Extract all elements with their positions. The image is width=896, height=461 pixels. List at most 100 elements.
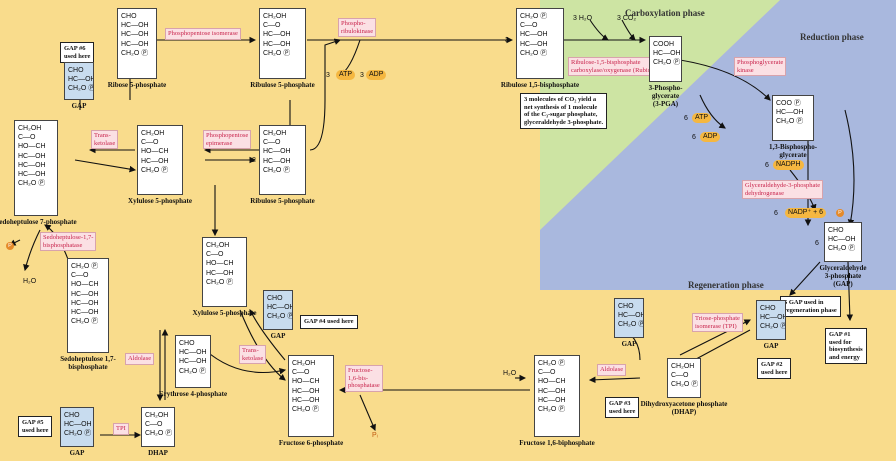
molecule-label: Sedoheptulose 1,7- bisphosphate <box>60 355 116 371</box>
structure-line: HC—OH <box>71 309 99 317</box>
stoich-atp-2: 6 <box>684 115 688 122</box>
stoich-nadp: 6 <box>774 210 778 217</box>
structure-line: HC—OH <box>121 31 149 39</box>
structure-line: CH₂O Ⓟ <box>538 406 566 414</box>
structure-line: HC—OH <box>179 358 207 366</box>
structure-line: CH₂O Ⓟ <box>776 118 804 126</box>
note-co2-yield: 3 molecules of CO₂ yield a net synthesis… <box>520 93 608 129</box>
enzyme-phosphopentose-isomerase: Phosphopentose isomerase <box>165 28 241 40</box>
structure-line: CHO <box>618 303 634 310</box>
molecule-label: GAP <box>621 340 637 348</box>
structure-line: HC—OH <box>141 157 169 165</box>
cofactor-adp-2: ADP <box>700 132 721 142</box>
structure-line: CH₂OH <box>292 360 316 367</box>
stoich-gap: 6 <box>815 240 819 247</box>
molecule-label: Ribulose 5-phosphate <box>250 197 315 205</box>
note-gap6: GAP #6 used here <box>60 42 95 63</box>
structure-line: C—O <box>671 372 689 380</box>
structure-line: C—O <box>18 134 36 142</box>
structure-line: C—O <box>206 251 224 259</box>
structure-line: CH₂OH <box>263 13 287 20</box>
structure-line: C—O <box>292 369 310 377</box>
structure-line: HC—OH <box>292 396 320 404</box>
structure-line: CH₂OH <box>671 363 695 370</box>
structure-line: CH₂O Ⓟ <box>520 13 548 20</box>
structure-line: CHO <box>68 67 84 74</box>
structure-line: HC—OH <box>68 76 94 84</box>
structure-line: CHO <box>267 295 283 302</box>
enzyme-tpi-right: Triose-phosphate isomerase (TPI) <box>692 313 743 332</box>
structure-line: HC—OH <box>71 290 99 298</box>
stoich-rubp: 3 <box>505 37 509 44</box>
structure-line: CH₂O Ⓟ <box>141 166 169 174</box>
structure-line: CH₂OH <box>206 242 230 249</box>
cofactor-atp-1: ATP <box>336 70 356 80</box>
structure-line: CH₂O Ⓟ <box>267 313 293 321</box>
note-gap5: GAP #5 used here <box>18 416 53 437</box>
structure-line: C—O <box>263 139 281 147</box>
enzyme-phosphoribulokinase: Phospho- ribulokinase <box>338 18 377 37</box>
molecule-label: Ribulose 5-phosphate <box>250 81 315 89</box>
enzyme-phosphopentose-epimerase: Phosphopentose epimerase <box>203 130 252 149</box>
molecule-label: Ribose 5-phosphate <box>107 81 167 89</box>
structure-line: CH₂O Ⓟ <box>292 406 320 414</box>
structure-line: HC—OH <box>18 161 46 169</box>
structure-line: CH₂O Ⓟ <box>263 166 291 174</box>
structure-line: HO—CH <box>71 281 99 289</box>
structure-line: CH₂O Ⓟ <box>760 323 786 331</box>
molecule-label: GAP <box>69 449 85 457</box>
molecule-label: Dihydroxyacetone phosphate (DHAP) <box>640 400 728 416</box>
enzyme-transketolase-2: Trans- ketolase <box>239 345 267 364</box>
structure-line: CH₂O Ⓟ <box>618 321 644 329</box>
molecule-label: Glyceraldehyde 3-phosphate (GAP) <box>819 264 867 288</box>
stoich-adp-2: 6 <box>692 134 696 141</box>
cofactor-nadph: NADPH <box>773 160 804 170</box>
enzyme-fbpase: Fructose- 1,6-bis- phosphatase <box>345 365 383 392</box>
note-gap5-used: 5 GAP used in regeneration phase <box>780 296 841 317</box>
structure-line: HC—OH <box>520 31 548 39</box>
structure-line: CH₂O Ⓟ <box>520 49 548 57</box>
cofactor-atp-2: ATP <box>692 113 712 123</box>
enzyme-sbpase: Sedoheptulose-1,7- bisphosphatase <box>40 232 97 251</box>
molecule-label: Fructose 1,6-biphosphate <box>519 439 595 447</box>
label-h2o: 3 H₂O <box>573 15 593 22</box>
molecule-label: GAP <box>270 332 286 340</box>
enzyme-aldolase-1: Aldolase <box>125 353 155 365</box>
structure-line: CHO <box>760 305 776 312</box>
structure-line: HC—OH <box>18 152 46 160</box>
structure-line: HC—OH <box>18 171 46 179</box>
structure-line: HO—CH <box>538 378 566 386</box>
note-gap4: GAP #4 used here <box>300 315 358 329</box>
enzyme-tpi-left: TPI <box>113 423 129 435</box>
structure-line: HO—CH <box>206 260 234 268</box>
structure-line: CH₂O Ⓟ <box>71 318 99 326</box>
molecule-label: Erythrose 4-phosphate <box>158 390 228 398</box>
structure-line: CH₂O Ⓟ <box>71 263 99 270</box>
molecule-label: GAP <box>71 102 87 110</box>
structure-line: HO—CH <box>18 143 46 151</box>
stoich-adp: 3 <box>360 72 364 79</box>
structure-line: HC—OH <box>828 236 856 244</box>
structure-line: HO—CH <box>292 378 320 386</box>
note-gap1: GAP #1 used for biosynthesis and energy <box>825 328 867 364</box>
structure-line: CH₂O Ⓟ <box>64 430 92 438</box>
structure-line: C—O <box>263 22 281 30</box>
structure-line: HC—OH <box>267 304 293 312</box>
label-h2o-right: H₂O <box>503 370 517 377</box>
structure-line: HO—CH <box>141 148 169 156</box>
